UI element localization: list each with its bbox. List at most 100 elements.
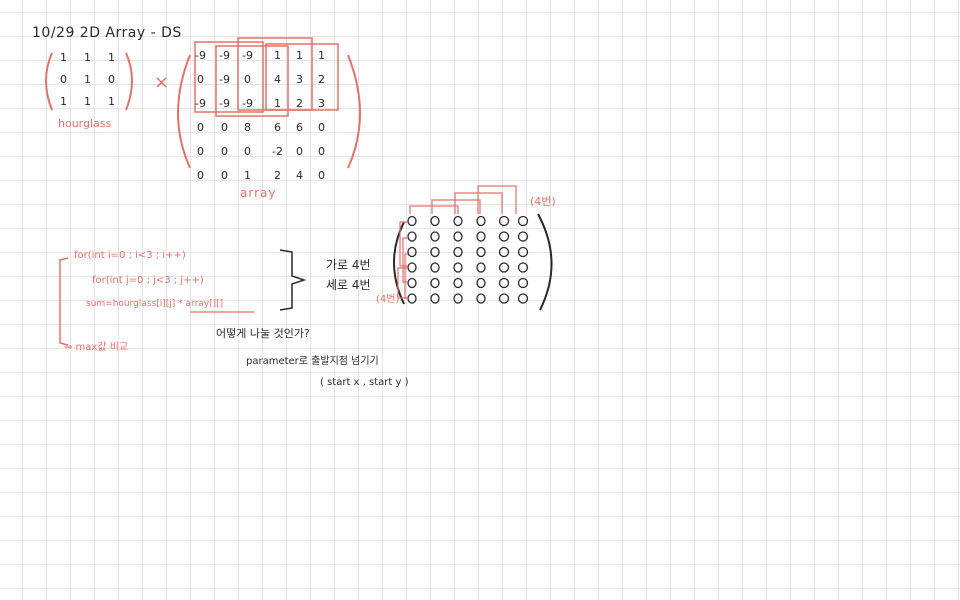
grid-circle (453, 262, 463, 273)
array-cell: -9 (195, 97, 206, 110)
array-cell: 2 (274, 169, 281, 182)
code-line-3: sum=hourglass[i][j] * array[][] (86, 299, 223, 309)
left-step-bracket-1 (399, 221, 408, 267)
grid-circle (407, 293, 417, 304)
hourglass-cell: 1 (60, 51, 67, 64)
code-line-1: for(int i=0 ; i<3 ; i++) (74, 250, 186, 261)
array-cell: 2 (296, 97, 303, 110)
rows-four-times: 가로 4번 (326, 258, 371, 272)
note-title: 10/29 2D Array - DS (32, 25, 182, 41)
array-cell: 1 (244, 169, 251, 182)
grid-circle (517, 246, 529, 258)
hourglass-cell: 1 (84, 51, 91, 64)
array-cell: 0 (221, 145, 228, 158)
grid-circle (453, 293, 463, 304)
array-cell: -9 (219, 73, 230, 86)
array-cell: 1 (274, 49, 281, 62)
window-box-2 (215, 45, 289, 117)
grid-circle (517, 215, 529, 227)
top-step-bracket-1 (409, 205, 459, 214)
grid-circle (517, 293, 529, 304)
grid-circle (498, 231, 510, 242)
grid-circle (498, 277, 510, 289)
array-cell: 4 (274, 73, 281, 86)
array-cell: 2 (318, 73, 325, 86)
array-cell: -9 (242, 97, 253, 110)
array-cell: 0 (197, 121, 204, 134)
grid-circle (517, 231, 529, 242)
grid-circle (476, 277, 486, 289)
top-step-bracket-4 (477, 185, 517, 214)
grid-circle (517, 277, 529, 289)
left-step-brackets (397, 221, 408, 299)
circle-grid (407, 215, 529, 304)
array-cell: 0 (318, 121, 325, 134)
window-box-4 (265, 43, 339, 111)
grid-circle (430, 215, 440, 227)
hourglass-cell: 1 (108, 51, 115, 64)
grid-circle (407, 215, 417, 227)
code-right-bracket (279, 249, 307, 311)
code-line-2: for(int j=0 ; j<3 ; j++) (92, 275, 204, 286)
hourglass-left-bracket (45, 52, 53, 111)
grid-circle (498, 293, 510, 304)
grid-circle (498, 246, 510, 258)
array-right-bracket (347, 54, 361, 169)
array-cell: 1 (318, 49, 325, 62)
array-cell: 1 (274, 97, 281, 110)
parameter-note: parameter로 출발지점 넘기기 (246, 355, 379, 367)
top-step-brackets (409, 185, 517, 214)
array-cell: 0 (244, 73, 251, 86)
array-cell: -9 (195, 49, 206, 62)
array-cell: 3 (318, 97, 325, 110)
array-cell: -2 (272, 145, 283, 158)
grid-circle (407, 246, 417, 258)
array-cell: 1 (296, 49, 303, 62)
array-cell: 0 (197, 169, 204, 182)
hourglass-cell: 1 (84, 95, 91, 108)
array-cell: -9 (219, 97, 230, 110)
array-cell: 4 (296, 169, 303, 182)
circle-grid-right-paren (537, 213, 553, 311)
array-cell: 8 (244, 121, 251, 134)
array-cell: 0 (221, 169, 228, 182)
grid-circle (407, 277, 417, 289)
array-cell: 0 (318, 145, 325, 158)
array-cell: 0 (197, 73, 204, 86)
grid-circle (476, 231, 486, 242)
array-cell: -9 (242, 49, 253, 62)
grid-circle (430, 293, 440, 304)
array-window-boxes (194, 37, 339, 117)
array-cell: 0 (244, 145, 251, 158)
hourglass-cell: 1 (60, 95, 67, 108)
multiply-symbol: × (154, 72, 169, 93)
array-cell: 6 (274, 121, 281, 134)
four-times-top: (4번) (530, 195, 556, 208)
array-cell: 0 (197, 145, 204, 158)
hourglass-cell: 1 (108, 95, 115, 108)
hourglass-right-bracket (125, 52, 133, 111)
array-cell: -9 (219, 49, 230, 62)
array-label: array (240, 186, 276, 200)
array-cell: 3 (296, 73, 303, 86)
grid-circle (498, 262, 510, 273)
grid-circle (517, 262, 529, 273)
grid-circle (453, 215, 463, 227)
grid-circle (476, 215, 486, 227)
grid-circle (407, 262, 417, 273)
grid-circle (430, 231, 440, 242)
code-left-bracket (59, 257, 69, 346)
max-compare-note: ⇒ max값 비교 (64, 341, 128, 353)
left-step-bracket-4 (397, 267, 408, 299)
question-note: 어떻게 나눌 것인가? (216, 327, 310, 340)
grid-circle (453, 231, 463, 242)
grid-circle (476, 262, 486, 273)
grid-circle (476, 293, 486, 304)
grid-circle (430, 277, 440, 289)
hourglass-cell: 1 (84, 73, 91, 86)
grid-circle (430, 262, 440, 273)
four-times-left: (4번) (376, 293, 399, 305)
